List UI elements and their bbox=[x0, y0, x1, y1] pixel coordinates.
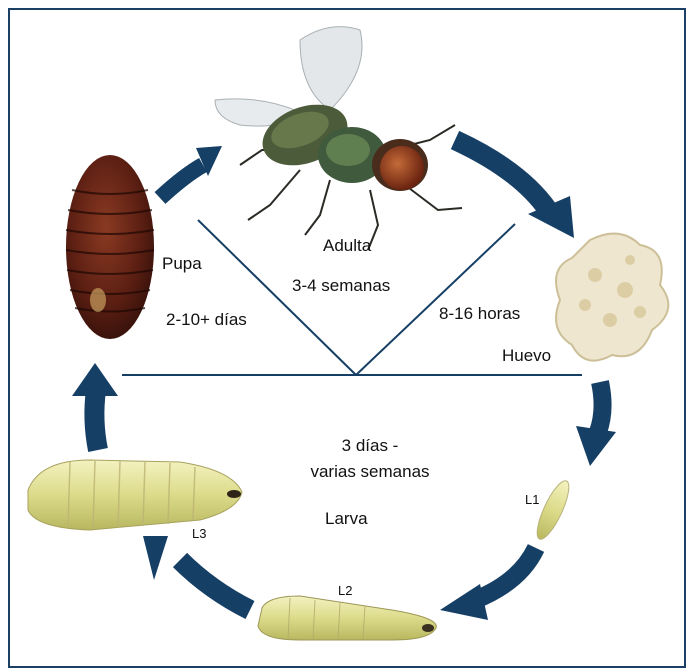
adult-stage-name: Adulta bbox=[323, 236, 371, 256]
larva-l1-image bbox=[531, 477, 574, 543]
larva-duration-line2: varias semanas bbox=[300, 462, 440, 482]
egg-stage-name: Huevo bbox=[502, 346, 551, 366]
arrow-l2-to-l3 bbox=[143, 536, 250, 610]
instar-l1-label: L1 bbox=[525, 492, 539, 507]
adult-stage-duration: 3-4 semanas bbox=[292, 276, 390, 296]
cycle-arrows bbox=[72, 140, 616, 620]
pupa-stage-name: Pupa bbox=[162, 254, 202, 274]
egg-stage-duration: 8-16 horas bbox=[439, 304, 520, 324]
arrow-adult-to-egg bbox=[455, 140, 574, 238]
larva-l2-image bbox=[258, 596, 436, 640]
egg-cluster-image bbox=[556, 234, 668, 361]
adult-fly-image bbox=[215, 27, 462, 250]
larva-l3-image bbox=[28, 460, 242, 530]
pupa-stage-duration: 2-10+ días bbox=[166, 310, 247, 330]
arrow-l1-to-l2 bbox=[440, 548, 536, 620]
instar-l2-label: L2 bbox=[338, 583, 352, 598]
life-cycle-diagram bbox=[0, 0, 698, 652]
arrow-pupa-to-adult bbox=[160, 146, 222, 198]
pupa-image bbox=[66, 155, 154, 339]
arrow-egg-to-l1 bbox=[576, 382, 616, 466]
right-diagonal-divider bbox=[356, 224, 515, 375]
larva-stage-name: Larva bbox=[325, 509, 368, 529]
instar-l3-label: L3 bbox=[192, 526, 206, 541]
arrow-l3-to-pupa bbox=[72, 363, 118, 450]
larva-duration-line1: 3 días - bbox=[300, 436, 440, 456]
